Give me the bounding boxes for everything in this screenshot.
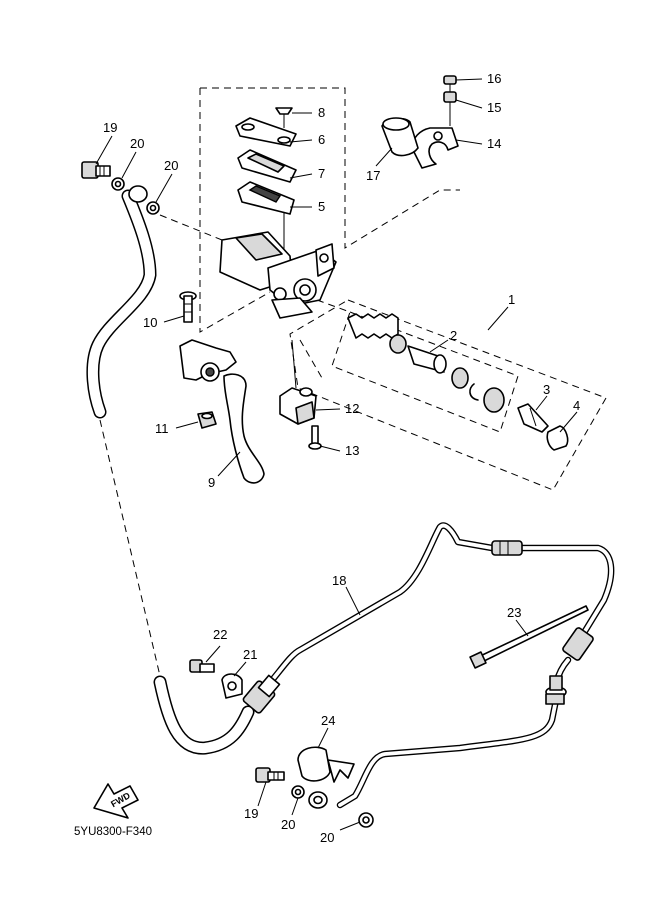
callout-14: 14: [487, 136, 501, 151]
callout-13: 13: [345, 443, 359, 458]
callout-3: 3: [543, 382, 550, 397]
leader-lines: [95, 78, 578, 831]
drawing-code: 5YU8300-F340: [74, 826, 152, 838]
callout-17: 17: [366, 168, 380, 183]
assembly-outlines: [159, 87, 607, 491]
upper-hose: [86, 189, 161, 677]
callout-20-upper-b: 20: [164, 158, 178, 173]
callout-16: 16: [487, 71, 501, 86]
callout-9: 9: [208, 475, 215, 490]
lower-hose: [153, 675, 255, 755]
callout-2: 2: [450, 328, 457, 343]
lower-fittings: [189, 605, 589, 828]
callout-12: 12: [345, 401, 359, 416]
callout-20-lower-b: 20: [320, 830, 334, 845]
reservoir-parts: [235, 107, 297, 250]
master-cylinder-kit-outline: [289, 299, 607, 491]
callout-18: 18: [332, 573, 346, 588]
master-cylinder-body: [219, 231, 337, 319]
callout-24: 24: [321, 713, 335, 728]
fwd-arrow-icon: FWD: [93, 783, 139, 819]
callout-6: 6: [318, 132, 325, 147]
callout-7: 7: [318, 166, 325, 181]
clutch-switch: [279, 339, 317, 425]
callout-19-lower: 19: [244, 806, 258, 821]
callout-4: 4: [573, 398, 580, 413]
callout-20-lower-a: 20: [281, 817, 295, 832]
callout-5: 5: [318, 199, 325, 214]
fasteners: [179, 291, 322, 450]
clutch-lever: [179, 339, 265, 484]
callout-1: 1: [508, 292, 515, 307]
callout-labels: 1 2 3 4 5 6 7 8 9 10 11 12 13 14 15 16 1…: [103, 71, 580, 845]
callout-20-upper-a: 20: [130, 136, 144, 151]
callout-11: 11: [155, 421, 169, 436]
push-rod-and-boot: [517, 403, 569, 451]
callout-22: 22: [213, 627, 227, 642]
callout-15: 15: [487, 100, 501, 115]
piston-kit-outline: [331, 311, 519, 433]
clutch-pipe: [242, 522, 615, 809]
callout-19-upper: 19: [103, 120, 117, 135]
callout-10: 10: [143, 315, 157, 330]
upper-banjo-fittings: [81, 161, 160, 215]
callout-21: 21: [243, 647, 257, 662]
clamp-assembly: [381, 75, 459, 169]
callout-23: 23: [507, 605, 521, 620]
callout-8: 8: [318, 105, 325, 120]
piston-kit: [347, 313, 505, 413]
